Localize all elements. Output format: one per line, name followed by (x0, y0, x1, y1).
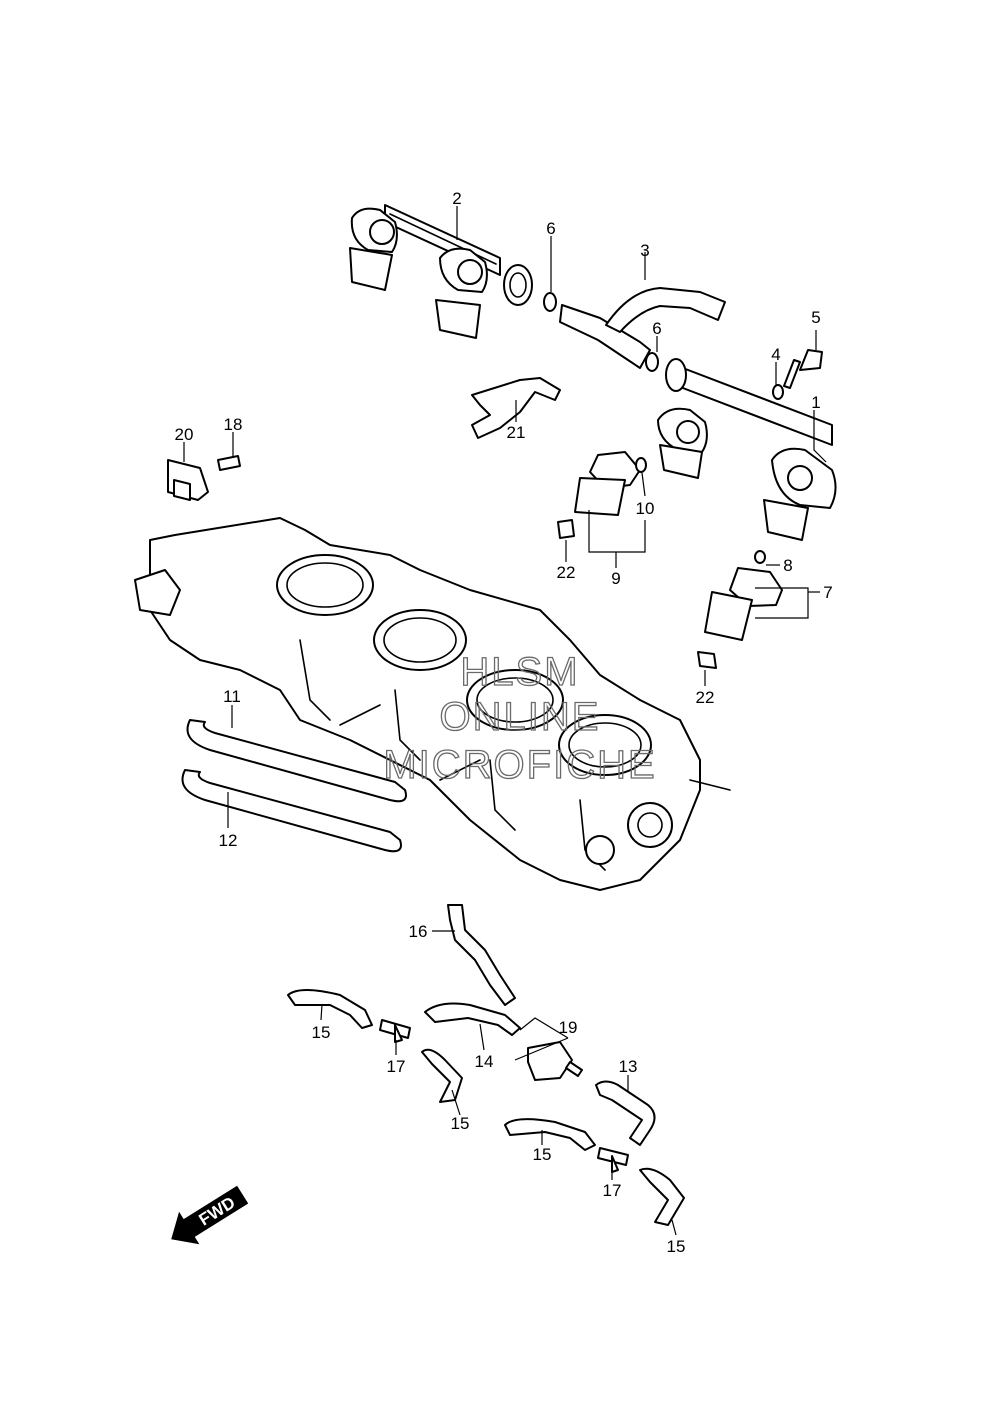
bolt (783, 349, 823, 389)
callout-15: 15 (451, 1114, 470, 1133)
tee-fitting-upper (379, 1019, 411, 1043)
watermark-line-2: ONLINE (440, 695, 601, 739)
callout-20: 20 (175, 425, 194, 444)
leader-lines (183, 206, 827, 1236)
callout-17: 17 (387, 1057, 406, 1076)
hose-15-lower-left (504, 1118, 596, 1151)
fwd-arrow-icon: FWD (171, 1185, 249, 1245)
callout-22: 22 (557, 563, 576, 582)
callout-15: 15 (312, 1023, 331, 1042)
o-ring-upper (543, 292, 557, 312)
callout-15: 15 (533, 1145, 552, 1164)
watermark-line-3: MICROFICHE (383, 743, 656, 787)
screw (217, 455, 241, 471)
callout-13: 13 (619, 1057, 638, 1076)
watermark: HLSM ONLINE MICROFICHE (383, 649, 656, 787)
hose-13 (595, 1080, 656, 1146)
callout-3: 3 (640, 241, 649, 260)
callout-5: 5 (811, 308, 820, 327)
callout-19: 19 (559, 1018, 578, 1037)
callout-12: 12 (219, 831, 238, 850)
watermark-line-1: HLSM (460, 650, 579, 694)
callout-9: 9 (611, 569, 620, 588)
callout-labels: 2 3 6 6 5 4 1 20 18 21 10 22 9 8 7 22 11… (175, 189, 833, 1256)
callout-10: 10 (636, 499, 655, 518)
fuel-delivery-pipe-lower (657, 358, 837, 541)
callout-8: 8 (783, 556, 792, 575)
callout-15: 15 (667, 1237, 686, 1256)
callout-1: 1 (811, 393, 820, 412)
fuel-delivery-pipe-upper (349, 204, 533, 339)
o-ring-lower (645, 352, 659, 372)
tee-fitting-lower (597, 1147, 629, 1173)
fuel-injector-upper (557, 451, 647, 539)
hose-16 (447, 904, 516, 1006)
sensor (167, 459, 209, 501)
fuel-injector-lower (697, 550, 783, 669)
hose-15-lower-right (639, 1167, 685, 1226)
callout-22: 22 (696, 688, 715, 707)
washer (772, 384, 784, 400)
callout-2: 2 (452, 189, 461, 208)
valve-19 (527, 1041, 583, 1081)
callout-4: 4 (771, 345, 780, 364)
callout-6: 6 (546, 219, 555, 238)
callout-21: 21 (507, 423, 526, 442)
throttle-body (134, 517, 731, 891)
fuel-connector-pipe (559, 287, 726, 369)
callout-11: 11 (223, 687, 241, 706)
callout-18: 18 (224, 415, 243, 434)
callout-6: 6 (652, 319, 661, 338)
hose-15-mid (421, 1048, 463, 1103)
hose-15-upper (287, 989, 373, 1029)
callout-16: 16 (409, 922, 428, 941)
callout-17: 17 (603, 1181, 622, 1200)
hose-11 (186, 719, 407, 803)
callout-14: 14 (475, 1052, 494, 1071)
callout-7: 7 (823, 583, 832, 602)
hose-14 (424, 1002, 521, 1036)
hose-12 (181, 769, 402, 853)
